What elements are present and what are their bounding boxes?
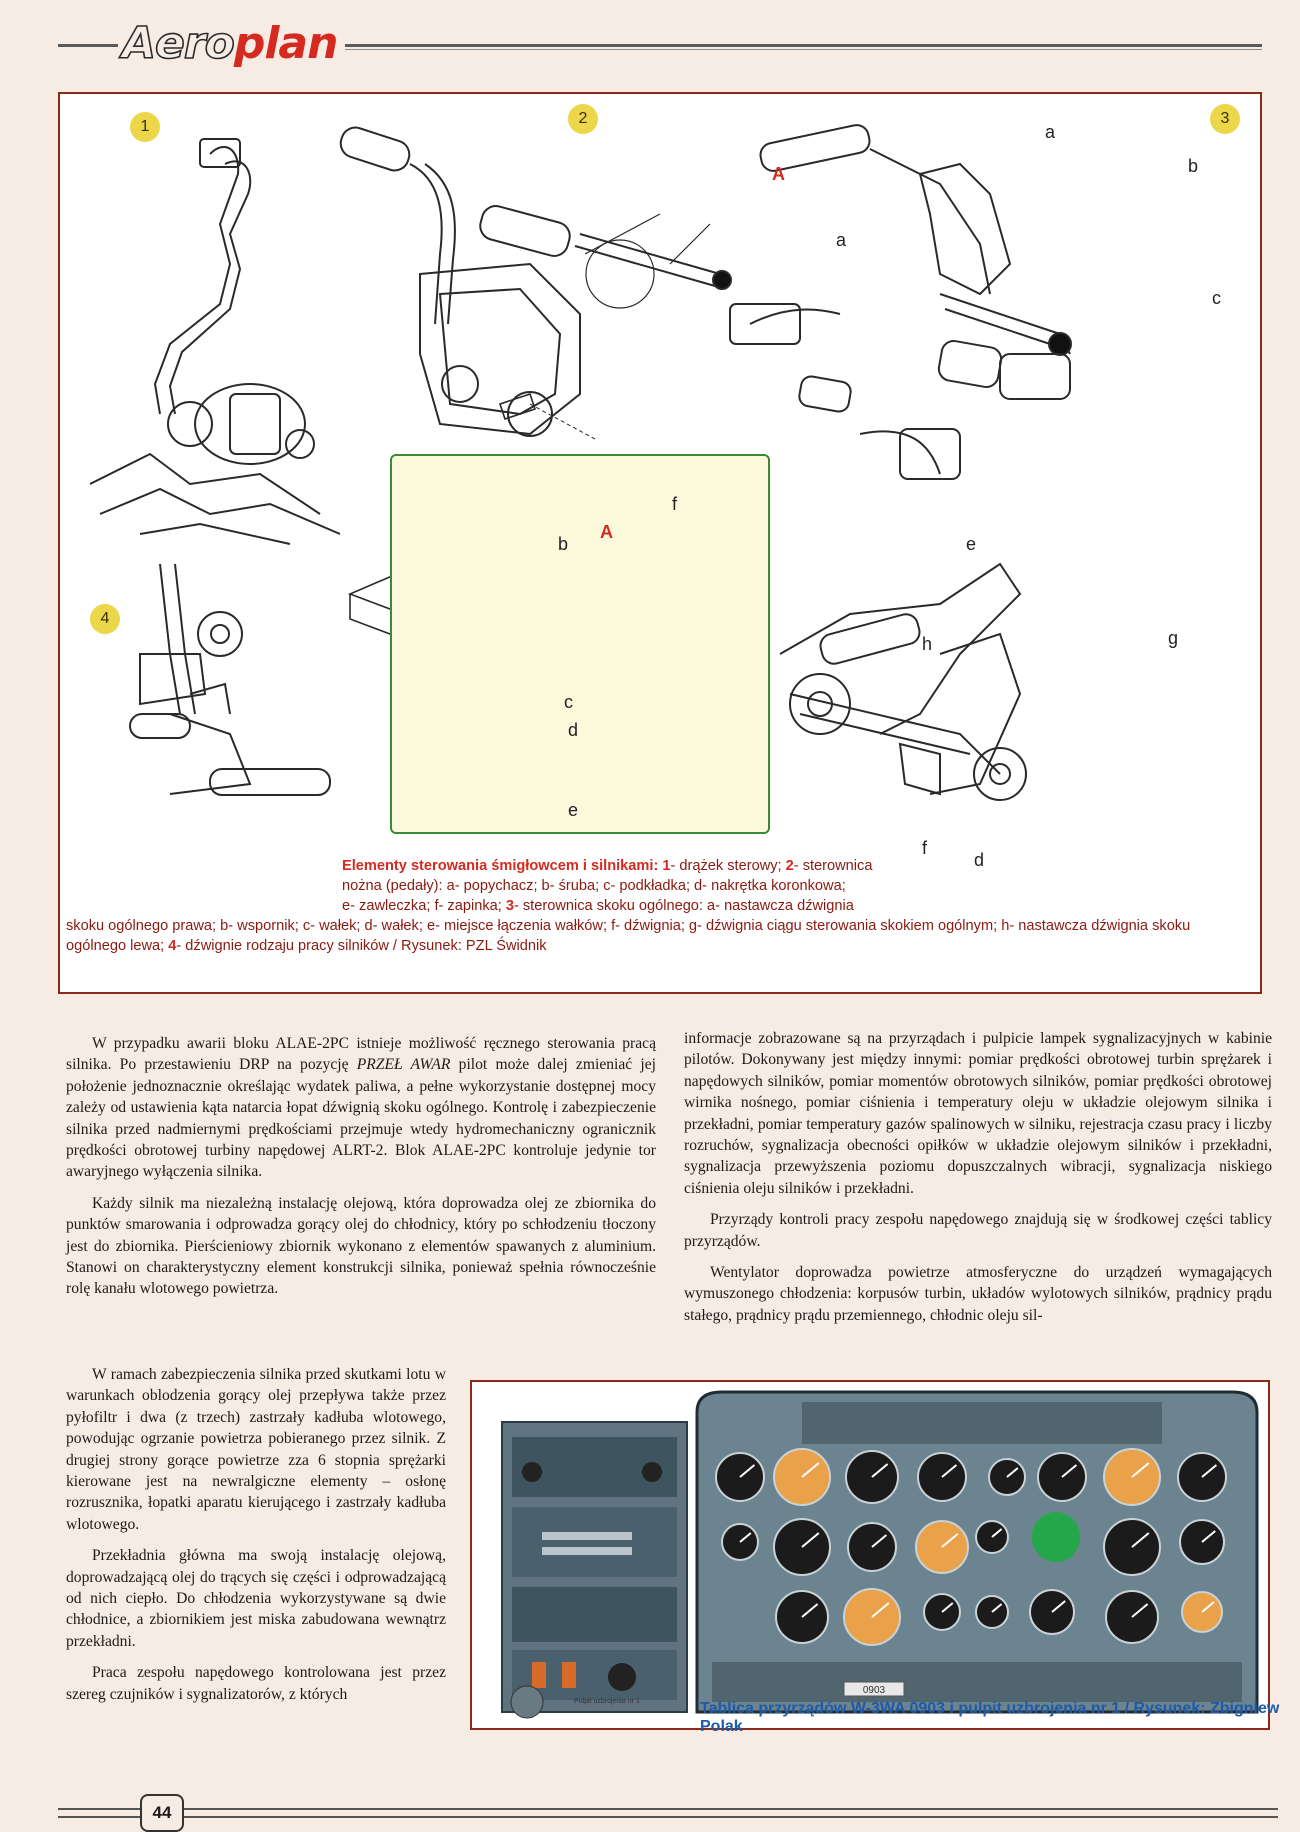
detail-label-e: e (568, 800, 579, 820)
caption-line-3c: - sterownica skoku ogólnego: a- nastawcz… (513, 898, 854, 914)
detail-label-f: f (672, 494, 678, 514)
article-right-column: informacje zobrazowane są na przyrządach… (684, 1028, 1272, 1336)
panel-serial: 0903 (863, 1685, 886, 1696)
label-d-collective: d (974, 850, 985, 870)
caption-title: Elementy sterowania śmigłowcem i silnika… (342, 858, 659, 874)
figure-caption-bottom: skoku ogólnego prawa; b- wspornik; c- wa… (66, 916, 1256, 956)
article-left-narrow-column: W ramach zabezpieczenia silnika przed sk… (66, 1364, 446, 1715)
gauge-needle (991, 1603, 1003, 1613)
gauge-needle (1131, 1532, 1150, 1548)
paragraph-left-1: W przypadku awarii bloku ALAE-2PC istnie… (66, 1033, 656, 1183)
gauge-needle (991, 1528, 1003, 1538)
figure-number-2: 2 (568, 104, 598, 134)
figure-number-3: 3 (1210, 104, 1240, 134)
gauge-needle (739, 1464, 756, 1478)
caption-num-4: 4 (168, 938, 177, 954)
instrument-panel-figure: 0903 (470, 1380, 1270, 1730)
instrument-panel-drawing: 0903 (501, 1390, 1259, 1719)
gauge-needle (871, 1602, 890, 1618)
gauge-needle (1201, 1601, 1215, 1613)
caption-line-5c: - dźwignie rodzaju pracy silników / Rysu… (176, 938, 547, 954)
caption-text-1: - drążek sterowy; (670, 858, 786, 874)
gauge-needle (941, 1602, 954, 1613)
gauge-needle (801, 1603, 819, 1618)
label-f-collective: f (922, 838, 928, 858)
gauges-group (715, 1448, 1227, 1646)
collective-drawing (729, 124, 1072, 480)
article-left-column: W przypadku awarii bloku ALAE-2PC istnie… (66, 1033, 656, 1310)
logo-part-aero: Aero (121, 17, 235, 70)
detail-label-d: d (568, 720, 579, 740)
caption-num-2: 2 (785, 858, 794, 874)
gauge-needle (871, 1534, 888, 1548)
detail-a-frame (390, 454, 770, 834)
paragraph-right-3: Wentylator doprowadza powietrze atmosfer… (684, 1264, 1272, 1324)
gauge-needle (1131, 1462, 1150, 1478)
detail-label-A: A (600, 522, 613, 542)
label-g: g (1168, 628, 1179, 648)
label-h: h (922, 634, 933, 654)
gauge-needle (941, 1533, 959, 1548)
collective-lower-drawing (779, 562, 1027, 801)
gauge-needle (1201, 1530, 1216, 1543)
cyclic-stick-drawing (89, 138, 341, 545)
paragraph-left-2: Każdy silnik ma niezależną instalację ol… (66, 1194, 656, 1298)
paragraph-left-1b: pilot może dalej zmieniać jej położenie … (66, 1056, 656, 1181)
caption-line-5a: ogólnego lewa; (66, 938, 169, 954)
gauge-needle (739, 1532, 752, 1543)
paragraph-left-3: W ramach zabezpieczenia silnika przed sk… (66, 1366, 446, 1533)
caption-num-3: 3 (505, 898, 514, 914)
gauge-needle (1131, 1603, 1149, 1618)
caption-text-2: - sterownica (793, 858, 873, 874)
logo-part-plan: plan (233, 18, 339, 69)
detail-label-b: b (558, 534, 569, 554)
gauge-needle (1051, 1600, 1066, 1613)
gauge-needle (871, 1463, 889, 1478)
label-a-pedals: a (836, 230, 847, 250)
label-c-collective: c (1212, 288, 1221, 308)
gauge-needle (801, 1462, 820, 1478)
mode-levers-drawing (129, 563, 331, 796)
controls-figure: 1 2 3 4 A a a b c e h g f d A b c d e f … (58, 92, 1262, 994)
header-rule (58, 44, 1262, 47)
label-b-collective: b (1188, 156, 1199, 176)
caption-line-3a: e- zawleczka; f- zapinka; (342, 898, 506, 914)
paragraph-left-1-emphasis: PRZEŁ AWAR (356, 1056, 451, 1074)
figure-number-4: 4 (90, 604, 120, 634)
gauge-needle (801, 1532, 820, 1548)
header-rule-thin (270, 49, 1262, 50)
green-indicator (1032, 1512, 1080, 1562)
caption-num-1: 1 (658, 858, 671, 874)
gauge-needle (1006, 1467, 1019, 1478)
magazine-logo: Aeroplan (118, 17, 346, 70)
gauge-needle (1061, 1464, 1078, 1478)
paragraph-left-4: Przekładnia główna ma swoją instalację o… (66, 1547, 446, 1650)
footer-rule-2 (58, 1816, 1278, 1818)
caption-line-2: nożna (pedały): a- popychacz; b- śruba; … (342, 878, 846, 894)
label-e-collective: e (966, 534, 977, 554)
label-a-collective: a (1045, 122, 1056, 142)
footer-rule-1 (58, 1808, 1278, 1810)
pedals-drawing (339, 126, 732, 437)
panel-caption: Tablica przyrządów W-3WA 0903 i pulpit u… (700, 1700, 1280, 1735)
paragraph-left-5: Praca zespołu napędowego kontrolowana je… (66, 1664, 446, 1703)
paragraph-right-2: Przyrządy kontroli pracy zespołu napędow… (684, 1211, 1272, 1250)
detail-label-c: c (564, 692, 573, 712)
page-number: 44 (140, 1794, 184, 1832)
paragraph-right-1: informacje zobrazowane są na przyrządach… (684, 1030, 1272, 1197)
figure-caption-top: Elementy sterowania śmigłowcem i silnika… (342, 856, 972, 916)
paragraph-left-1a: W przypadku awarii bloku ALAE-2PC istnie… (66, 1035, 656, 1074)
gauge-needle (941, 1464, 958, 1478)
caption-line-4: skoku ogólnego prawa; b- wspornik; c- wa… (66, 918, 1191, 934)
gauge-needle (1201, 1464, 1218, 1478)
pulpit-label: Pulpit uzbrojenia nr 1 (574, 1698, 640, 1705)
controls-drawings (89, 124, 1072, 801)
label-A-drawing: A (772, 164, 785, 184)
armament-console (501, 1421, 688, 1713)
figure-number-1: 1 (130, 112, 160, 142)
